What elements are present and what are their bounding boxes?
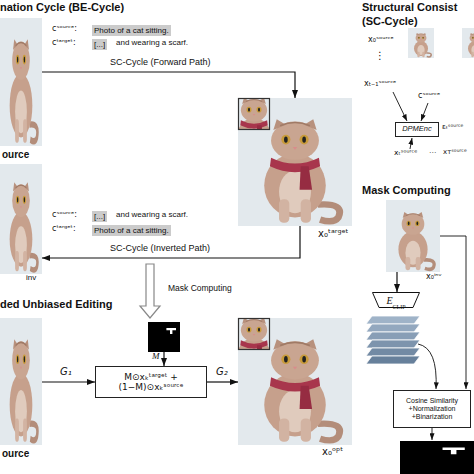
ellipsis: ⋮ (375, 50, 385, 61)
flow-arrow (410, 138, 412, 149)
encoder-box: DPMEnc (395, 122, 439, 137)
node-text: inv (26, 274, 36, 283)
math-symbol: xᴛˢᵒᵘʳᶜᵉ (443, 149, 467, 157)
ellipsis: ··· (429, 149, 437, 157)
image-node: x₀ᵒᵖᵗ (238, 318, 352, 445)
flow-arrow (432, 428, 433, 440)
image-node: x₀ⁱⁿᵛ (386, 200, 440, 272)
feature-layer (366, 332, 420, 340)
node-text: M⊙xₖᵗᵃʳᵍᵉᵗ + (1−M)⊙xₖˢᵒᵘʳᶜᵉ (98, 372, 204, 393)
image-node: ource (0, 318, 42, 445)
flow-arrow (418, 344, 436, 389)
node-text: ource (2, 448, 29, 459)
prompt-key: cᵗᵃʳᵍᵉᵗ: (52, 39, 76, 48)
panel-heading: nation Cycle (BE-Cycle) (0, 1, 124, 13)
flow-connector (42, 226, 300, 258)
math-symbol: cˢᵒᵘʳᶜᵉ (418, 92, 440, 101)
blend-box: M⊙xₖᵗᵃʳᵍᵉᵗ + (1−M)⊙xₖˢᵒᵘʳᶜᵉ (95, 366, 207, 398)
math-symbol: xₜ₋₁ˢᵒᵘʳᶜᵉ (364, 80, 396, 89)
node-text: x₀ᵒᵖᵗ (322, 446, 343, 457)
feature-layer (366, 324, 420, 332)
image-node: x₀ᵗᵃʳᵍᵉᵗ (238, 98, 352, 226)
math-symbol: x₀ˢᵒᵘʳᶜᵉ (368, 36, 394, 45)
prompt-key: cˢᵒᵘʳᶜᵉ: (52, 211, 77, 220)
edge-label: G₂ (216, 366, 228, 377)
prompt-key: cˢᵒᵘʳᶜᵉ: (52, 25, 77, 34)
mask-node: M (148, 322, 180, 352)
node-text: M (152, 352, 160, 362)
mask-image (148, 322, 180, 352)
node-text: Cosine Similarity +Normalization +Binari… (396, 397, 468, 421)
step-label: Mask Computing (168, 284, 232, 293)
flow-connector (42, 381, 95, 382)
symbol-subscript: CLIP (393, 304, 406, 310)
node-text: Photo of a cat sitting. (94, 225, 169, 236)
zoom-inset (223, 305, 286, 380)
node-text: [...] (94, 211, 105, 222)
edge-label: SC-Cycle (Forward Path) (110, 58, 211, 68)
math-symbol: εₜˢᵒᵘʳᶜᵉ (442, 124, 464, 132)
node-text: ource (2, 149, 29, 160)
edge-label: SC-Cycle (Inverted Path) (110, 244, 210, 254)
zoom-inset (223, 85, 286, 160)
mask-image (400, 441, 474, 474)
prompt-highlight: Photo of a cat sitting. (92, 225, 171, 236)
cat-photo (0, 164, 42, 274)
prompt-text: and wearing a scarf. (116, 211, 188, 220)
image-node: inv (0, 164, 42, 274)
process-box: Cosine Similarity +Normalization +Binari… (393, 390, 471, 428)
image-node: ource (0, 18, 42, 146)
node-text: DPMEnc (402, 125, 432, 134)
thumbnail (462, 28, 474, 58)
flow-connector (163, 352, 164, 366)
panel-heading: ded Unbiased Editing (0, 298, 112, 310)
feature-layer (366, 356, 420, 364)
symbol-letter: E (386, 296, 392, 306)
feature-layer (366, 316, 420, 324)
flow-arrow (421, 103, 428, 121)
node-text: x₀ᵗᵃʳᵍᵉᵗ (318, 228, 349, 239)
panel-heading: Mask Computing (362, 184, 451, 196)
flow-connector (396, 272, 397, 292)
prompt-highlight: [...] (92, 211, 107, 222)
prompt-highlight: Photo of a cat sitting. (92, 25, 171, 36)
prompt-key: cᵗᵃʳᵍᵉᵗ: (52, 225, 76, 234)
prompt-text: and wearing a scarf. (116, 39, 188, 48)
inset-frame (239, 99, 270, 130)
encoder-trapezoid: ECLIP (372, 292, 420, 308)
panel-heading: Structural Consist (362, 1, 457, 13)
cat-photo (386, 200, 440, 272)
hollow-arrow (140, 264, 160, 318)
cat-photo (0, 318, 42, 445)
math-symbol: xₜˢᵒᵘʳᶜᵉ (394, 149, 417, 157)
prompt-highlight: [...] (92, 39, 107, 50)
node-text: x₀ⁱⁿᵛ (426, 273, 442, 282)
node-text: [...] (94, 39, 105, 50)
node-text: Photo of a cat sitting. (94, 25, 169, 36)
edge-label: G₁ (60, 366, 72, 377)
feature-layer (366, 348, 420, 356)
feature-layer (366, 340, 420, 348)
inset-frame (239, 319, 270, 350)
panel-heading: (SC-Cycle) (362, 15, 418, 27)
thumbnail (408, 28, 434, 58)
flow-arrow (440, 236, 466, 389)
flow-connector (207, 381, 238, 382)
flow-arrow (393, 92, 407, 121)
flow-connector (42, 72, 295, 98)
cat-photo (0, 18, 42, 146)
